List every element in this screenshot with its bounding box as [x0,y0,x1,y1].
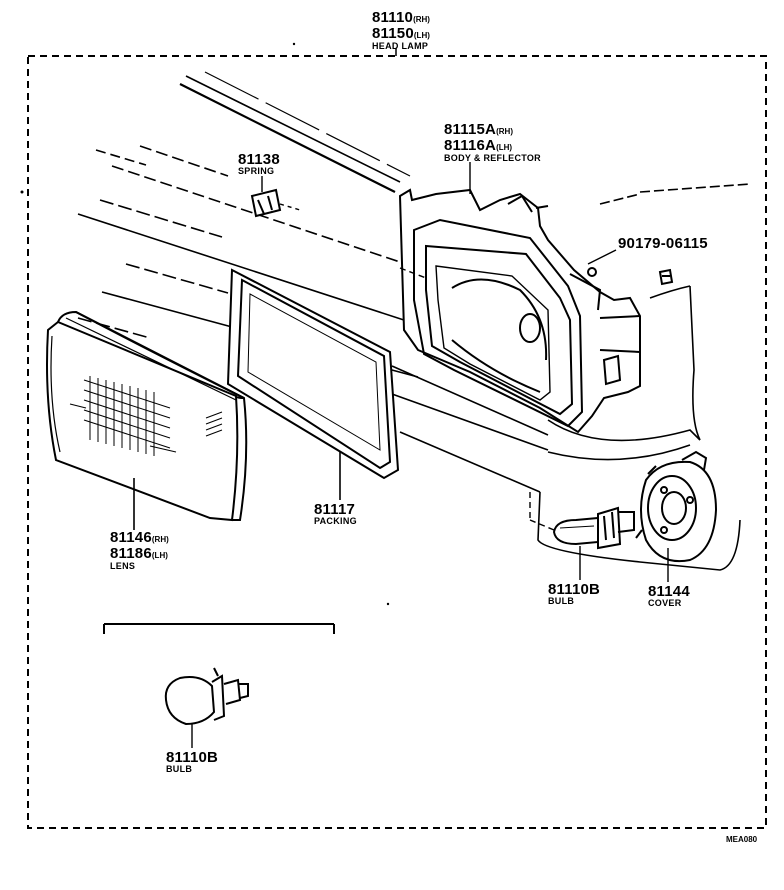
cover-drawing [635,450,718,562]
stray-mark [20,190,24,194]
part-number: 81186 [110,545,152,562]
part-name: SPRING [238,166,275,176]
lens-pattern [69,376,223,456]
cover-label: 81144 COVER [648,584,690,608]
alt-bulb-label: 81110B BULB [166,750,218,774]
spring-drawing [250,188,301,218]
part-name: BULB [548,596,575,606]
part-name: PACKING [314,516,357,526]
part-suffix: (RH) [413,15,430,24]
part-suffix: (RH) [496,127,513,136]
lens-label: 81146(RH) 81186(LH) LENS [110,530,169,571]
screw-drawing [658,268,674,286]
part-name: BULB [166,764,193,774]
part-number: 81115A [444,121,497,138]
diagram-code: MEA080 [726,835,758,844]
screw-label: 90179-06115 [618,236,708,251]
lens-drawing [46,310,248,522]
part-suffix: (LH) [496,143,513,152]
part-number: 81146 [110,529,152,546]
packing-drawing [226,268,400,480]
part-name: LENS [110,561,136,571]
body-panel-lines [77,71,751,571]
part-name: BODY & REFLECTOR [444,153,541,163]
part-number: 81110B [166,749,219,766]
part-name: HEAD LAMP [372,41,429,51]
body-reflector-label: 81115A(RH) 81116A(LH) BODY & REFLECTOR [444,122,541,163]
part-name: COVER [648,598,682,608]
assembly-boundary [27,55,767,829]
part-number: 81150 [372,25,414,42]
bulb-drawing [529,492,635,550]
alt-bulb-bracket [103,623,335,634]
part-number: 81110B [548,581,601,598]
part-suffix: (LH) [151,551,168,560]
part-number: 81117 [314,501,356,518]
part-number: 90179-06115 [618,235,708,252]
bulb-label: 81110B BULB [548,582,600,606]
part-number: 81116A [444,137,497,154]
stray-mark [386,602,390,606]
part-suffix: (RH) [151,535,169,544]
stray-mark [292,42,296,46]
packing-label: 81117 PACKING [314,502,357,526]
alt-bulb-drawing [164,667,249,726]
body-reflector-drawing [398,188,641,434]
part-number: 81110 [372,9,414,26]
part-number: 81138 [238,151,280,168]
part-number: 81144 [648,583,690,600]
spring-label: 81138 SPRING [238,152,280,176]
part-suffix: (LH) [413,31,430,40]
head-lamp-label: 81110(RH) 81150(LH) HEAD LAMP [372,10,430,51]
screw-leader [587,249,617,265]
